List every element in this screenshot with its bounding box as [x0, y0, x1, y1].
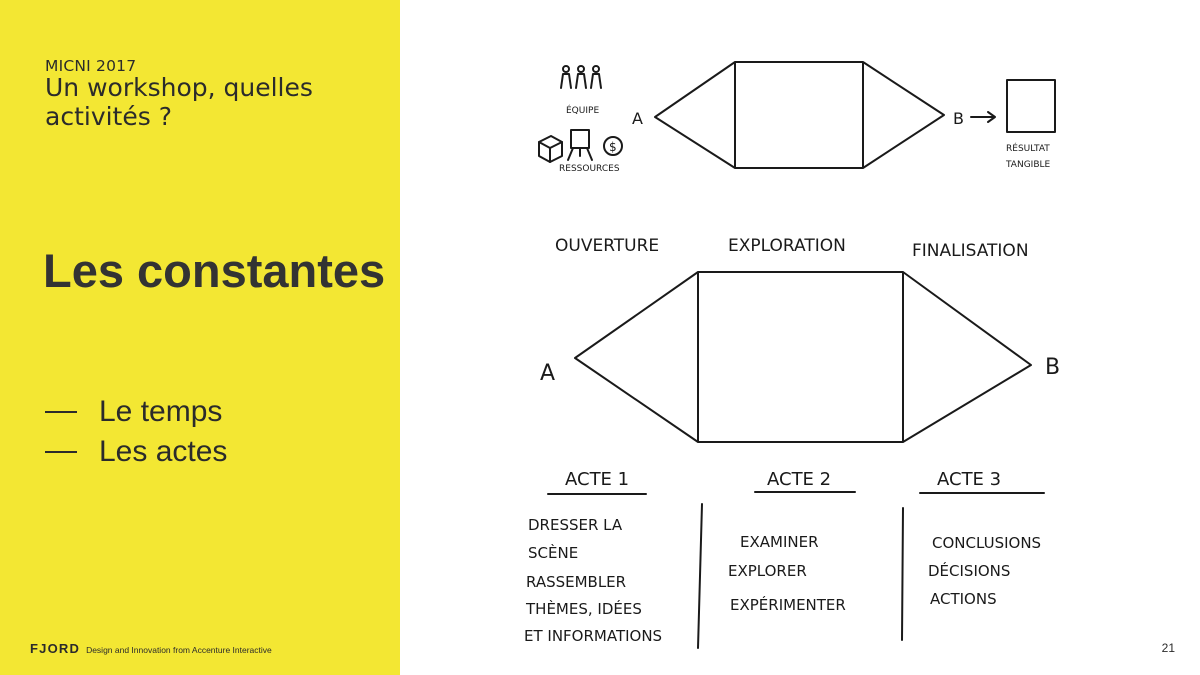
box-icon	[538, 135, 563, 163]
activity-line: EXPLORER	[728, 562, 807, 580]
phase-label: FINALISATION	[912, 241, 1029, 261]
result-label-2: TANGIBLE	[1005, 160, 1051, 170]
resources-label: RESSOURCES	[559, 164, 620, 174]
left-panel: MICNI 2017 Un workshop, quelles activité…	[0, 0, 400, 675]
activity-line: CONCLUSIONS	[932, 534, 1041, 552]
bullet-list: Le temps Les actes	[45, 392, 227, 472]
fjord-logo: FJORD	[30, 641, 81, 656]
activity-line: EXAMINER	[740, 533, 819, 551]
dash-icon	[45, 411, 77, 413]
main-flow-shape	[574, 271, 1032, 443]
team-label: ÉQUIPE	[566, 104, 599, 116]
money-icon	[603, 136, 623, 156]
dash-icon	[45, 451, 77, 453]
activity-line: EXPÉRIMENTER	[730, 595, 846, 614]
page-number: 21	[1161, 641, 1175, 655]
act-1-activities: DRESSER LA SCÈNE RASSEMBLER THÈMES, IDÉE…	[524, 516, 662, 645]
act-title: ACTE 3	[937, 469, 1001, 490]
act-title: ACTE 1	[565, 469, 629, 490]
act-3-activities: CONCLUSIONS DÉCISIONS ACTIONS	[928, 534, 1041, 608]
dollar-sign: $	[609, 140, 617, 154]
workshop-sketch: ÉQUIPE $ RESSOURCES A B RÉSULTAT TANGIBL…	[524, 61, 1060, 649]
result-label-1: RÉSULTAT	[1006, 142, 1050, 154]
brand-tagline: Design and Innovation from Accenture Int…	[86, 645, 272, 655]
top-point-a: A	[632, 109, 643, 128]
top-point-b: B	[953, 109, 964, 128]
activity-line: DRESSER LA	[528, 516, 623, 534]
column-divider	[697, 503, 703, 649]
main-point-b: B	[1045, 355, 1060, 380]
event-label: MICNI 2017	[45, 57, 137, 75]
activity-line: THÈMES, IDÉES	[525, 599, 642, 618]
activity-line: ET INFORMATIONS	[524, 627, 662, 645]
act-2-activities: EXAMINER EXPLORER EXPÉRIMENTER	[728, 533, 846, 614]
slide-headline: Les constantes	[43, 244, 386, 297]
bullet-item: Les actes	[45, 432, 227, 472]
team-icon	[560, 65, 602, 89]
easel-icon	[567, 129, 593, 161]
phase-label: OUVERTURE	[555, 236, 659, 256]
top-flow-shape	[654, 61, 945, 169]
column-divider	[901, 507, 904, 641]
arrow-icon	[970, 111, 996, 123]
result-box	[1006, 79, 1056, 133]
act-title: ACTE 2	[767, 469, 831, 490]
activity-line: DÉCISIONS	[928, 561, 1010, 580]
brand-footer: FJORD Design and Innovation from Accentu…	[30, 641, 272, 656]
bullet-text: Le temps	[99, 395, 223, 428]
activity-line: ACTIONS	[930, 590, 997, 608]
slide-subtitle: Un workshop, quelles activités ?	[45, 73, 313, 131]
bullet-item: Le temps	[45, 392, 227, 432]
phase-label: EXPLORATION	[728, 236, 846, 256]
main-point-a: A	[540, 361, 555, 386]
activity-line: SCÈNE	[528, 543, 578, 562]
bullet-text: Les actes	[99, 435, 228, 468]
activity-line: RASSEMBLER	[526, 573, 626, 591]
